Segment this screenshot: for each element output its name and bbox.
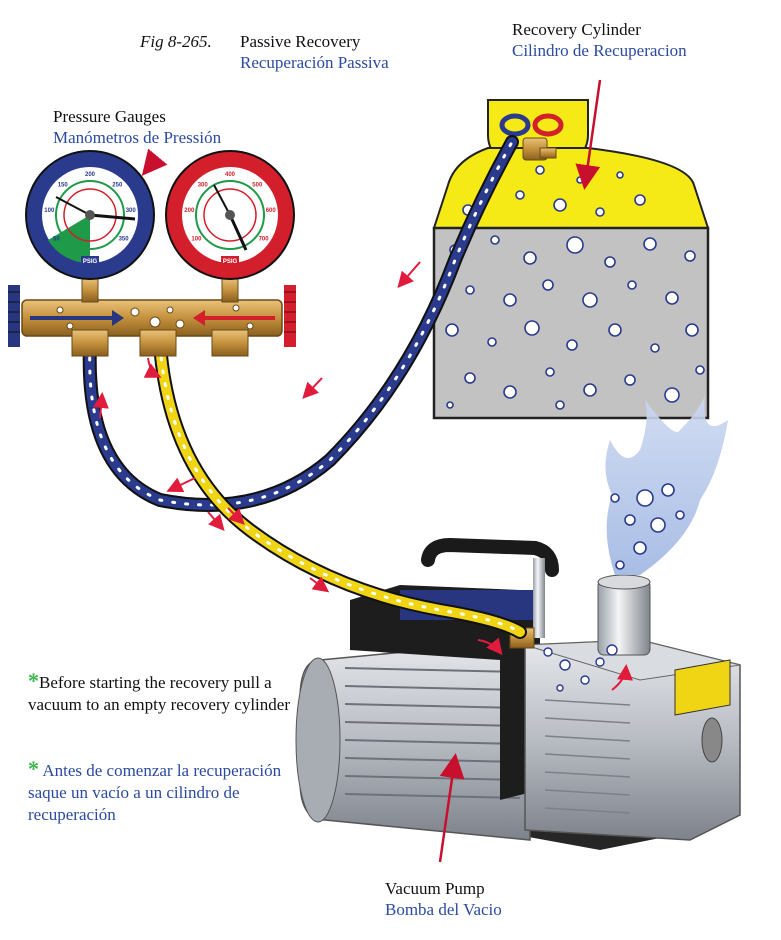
cylinder-label-en: Recovery Cylinder bbox=[512, 19, 687, 40]
high-gauge-tick-label: 200 bbox=[184, 208, 195, 214]
figure-number: Fig 8-265. bbox=[140, 32, 212, 51]
recovery-cylinder bbox=[434, 100, 708, 418]
flow-arrow-icon bbox=[400, 262, 420, 285]
manifold bbox=[8, 278, 296, 356]
low-gauge-tick-label: 100 bbox=[44, 208, 55, 214]
note-spanish: * Antes de comenzar la recuperación saqu… bbox=[28, 758, 308, 826]
low-gauge-tick-label: 350 bbox=[119, 237, 130, 243]
high-gauge-tick-label: 400 bbox=[225, 172, 236, 178]
note-bullet: * bbox=[28, 756, 39, 781]
figure-caption: Fig 8-265. bbox=[140, 31, 212, 52]
low-gauge-tick-label: 50 bbox=[53, 237, 60, 243]
figure-title: Passive Recovery Recuperación Passiva bbox=[240, 31, 389, 73]
pump-label-en: Vacuum Pump bbox=[385, 878, 502, 899]
note-spanish-text: Antes de comenzar la recuperación saque … bbox=[28, 761, 281, 824]
high-gauge-tick-label: 300 bbox=[198, 182, 209, 188]
low-gauge-unit-label: PSIG bbox=[83, 259, 98, 265]
low-gauge-tick-label: 300 bbox=[126, 208, 137, 214]
high-gauge-tick-label: 500 bbox=[252, 182, 263, 188]
low-gauge-tick-label: 250 bbox=[112, 182, 123, 188]
pointer-arrow-icon bbox=[145, 160, 155, 172]
note-bullet: * bbox=[28, 668, 39, 693]
high-gauge-tick-label: 600 bbox=[266, 208, 277, 214]
figure-title-en: Passive Recovery bbox=[240, 31, 389, 52]
cylinder-label: Recovery Cylinder Cilindro de Recuperaci… bbox=[512, 19, 687, 61]
low-gauge-tick-label: 150 bbox=[58, 182, 69, 188]
vapor-plume bbox=[605, 395, 728, 575]
flow-arrow-icon bbox=[170, 478, 195, 490]
note-english-text: Before starting the recovery pull a vacu… bbox=[28, 673, 290, 714]
pump-label-es: Bomba del Vacio bbox=[385, 899, 502, 920]
flow-arrow-icon bbox=[305, 378, 322, 396]
note-english: *Before starting the recovery pull a vac… bbox=[28, 670, 308, 716]
cylinder-label-es: Cilindro de Recuperacion bbox=[512, 40, 687, 61]
flow-arrow-icon bbox=[208, 512, 222, 528]
high-gauge-tick-label: 700 bbox=[259, 237, 270, 243]
low-gauge-tick-label: 200 bbox=[85, 172, 96, 178]
high-gauge-tick-label: 100 bbox=[191, 237, 202, 243]
gauges-label-en: Pressure Gauges bbox=[53, 106, 221, 127]
figure-title-es: Recuperación Passiva bbox=[240, 52, 389, 73]
pump-label: Vacuum Pump Bomba del Vacio bbox=[385, 878, 502, 920]
high-gauge-unit-label: PSIG bbox=[223, 259, 238, 265]
gauges-label-es: Manómetros de Pressión bbox=[53, 127, 221, 148]
gauges-label: Pressure Gauges Manómetros de Pressión bbox=[53, 106, 221, 148]
